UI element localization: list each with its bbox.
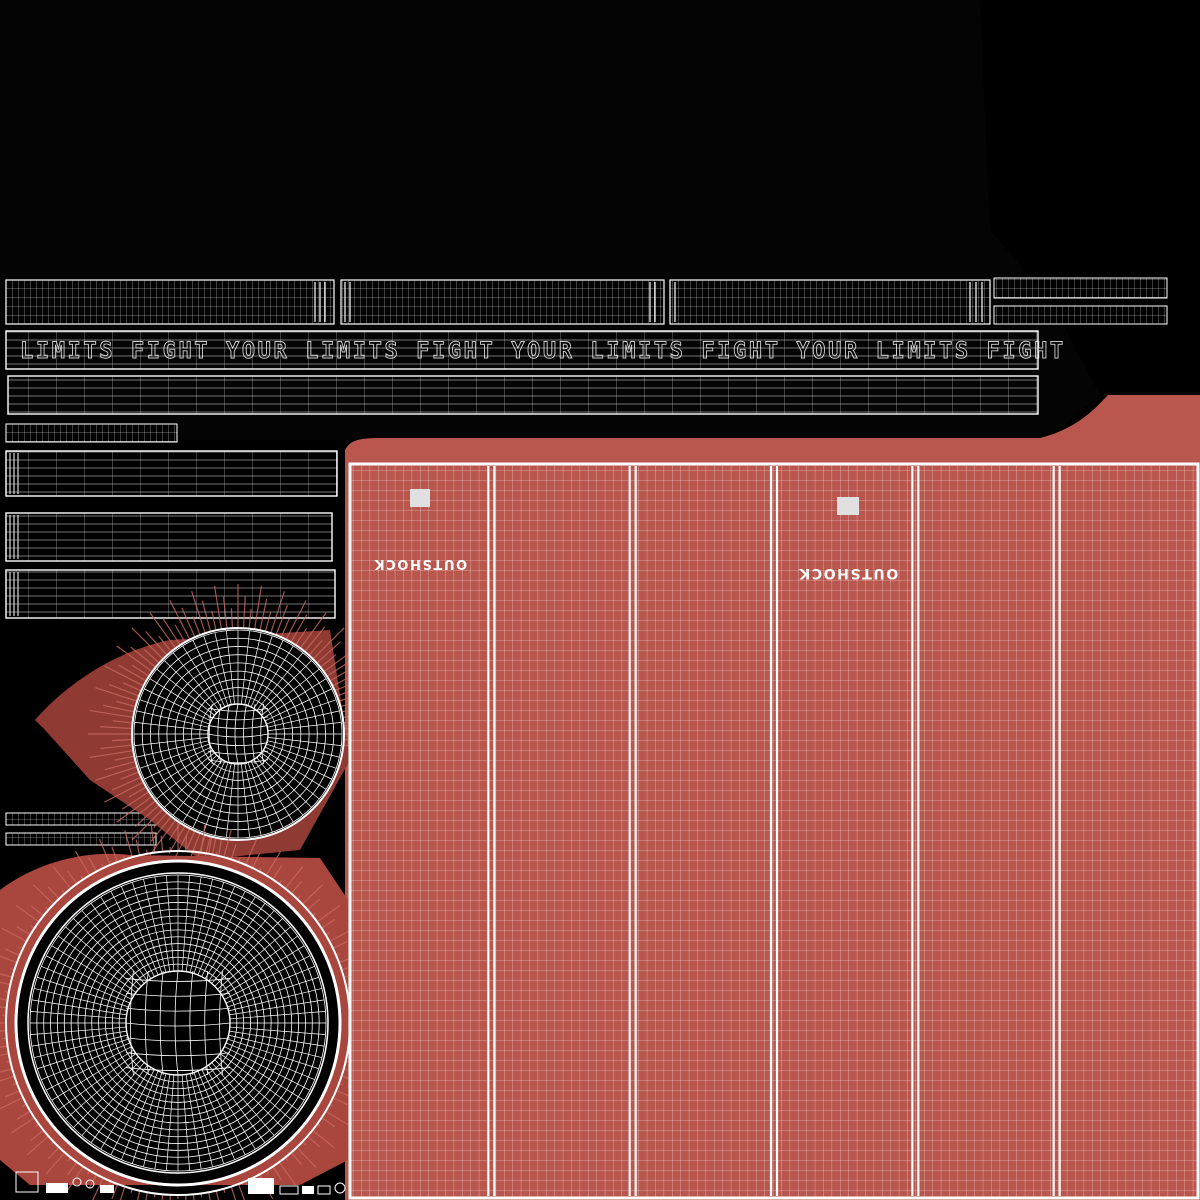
shell-region <box>0 0 1100 440</box>
brand-text-2: OUTSHOCK <box>798 565 898 581</box>
tiny-islands <box>15 1171 346 1195</box>
tiny-strips <box>5 812 157 846</box>
small-strip <box>5 423 178 443</box>
brand-logo-1: OUTSHOCK <box>373 489 467 571</box>
brand-text-1: OUTSHOCK <box>373 556 467 571</box>
thumb-cap-large <box>0 823 378 1200</box>
top-bands <box>5 277 1168 325</box>
wrist-band <box>7 375 1039 415</box>
palm-panels <box>348 462 1200 1200</box>
slogan-strip: LIMITS FIGHT YOUR LIMITS FIGHT YOUR LIMI… <box>5 330 1066 370</box>
knuckle-cap-small <box>35 584 388 883</box>
slogan-text: LIMITS FIGHT YOUR LIMITS FIGHT YOUR LIMI… <box>20 339 1066 364</box>
side-bands <box>5 450 338 619</box>
brand-logo-2: OUTSHOCK <box>798 497 898 581</box>
